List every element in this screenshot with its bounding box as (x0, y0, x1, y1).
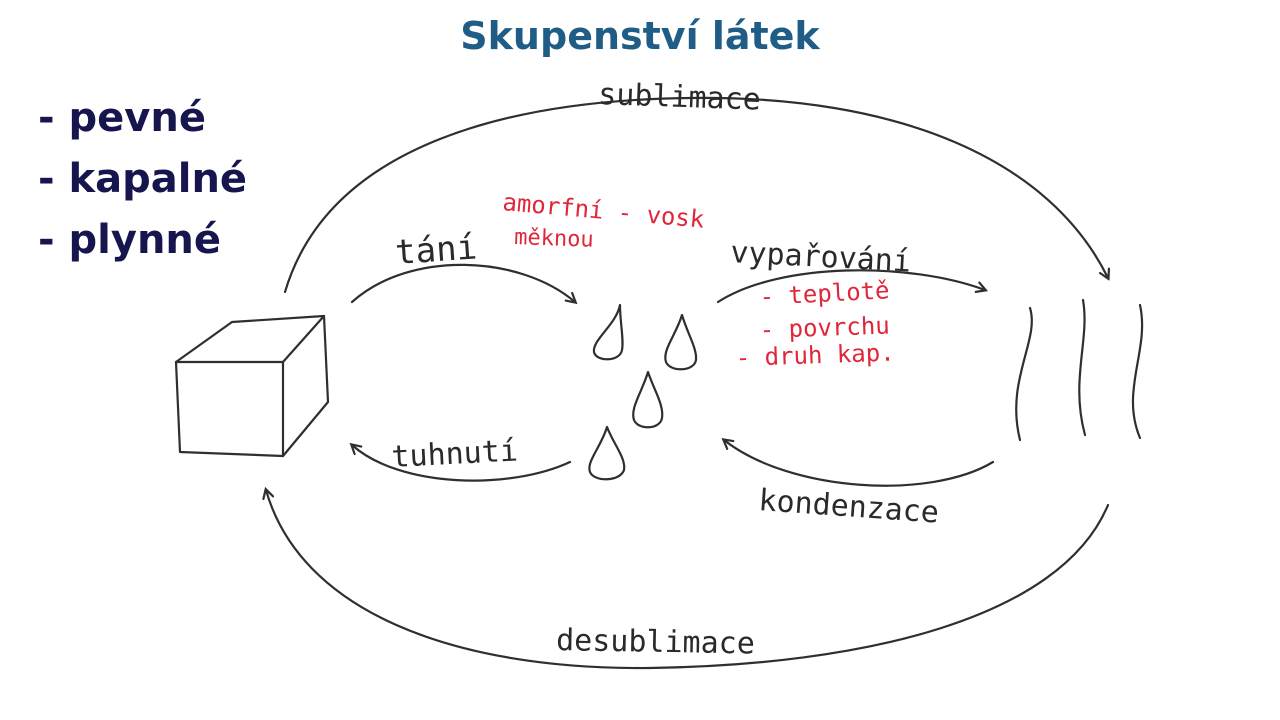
state-item-liquid: - kapalné (38, 156, 248, 202)
note-mekknou: měknou (514, 225, 594, 253)
label-tuhnuti: tuhnutí (391, 433, 519, 475)
state-item-solid: - pevné (38, 95, 206, 141)
evaporation-arrow (716, 269, 985, 304)
note-druh: - druh kap. (735, 338, 895, 372)
note-teplote: - teplotě (759, 276, 890, 311)
label-desublimace: desublimace (556, 623, 755, 661)
label-sublimace: sublimace (598, 77, 762, 118)
label-kondenzace: kondenzace (757, 483, 940, 531)
page-title: Skupenství látek (460, 14, 820, 58)
note-povrchu: - povrchu (759, 311, 890, 344)
sublimation-arrow (283, 96, 1108, 294)
label-vyparovani: vypařování (730, 235, 912, 279)
melting-arrow (350, 263, 575, 302)
states-list: - pevné - kapalné - plynné (38, 88, 247, 271)
freezing-arrow (352, 445, 572, 482)
state-item-gas: - plynné (38, 217, 222, 263)
condensation-arrow (724, 440, 995, 487)
label-tani: tání (394, 227, 478, 273)
wavy-lines-icon (1015, 298, 1144, 442)
cube-icon (174, 314, 330, 458)
droplets-icon (588, 303, 698, 481)
desublimation-arrow (266, 490, 1110, 670)
